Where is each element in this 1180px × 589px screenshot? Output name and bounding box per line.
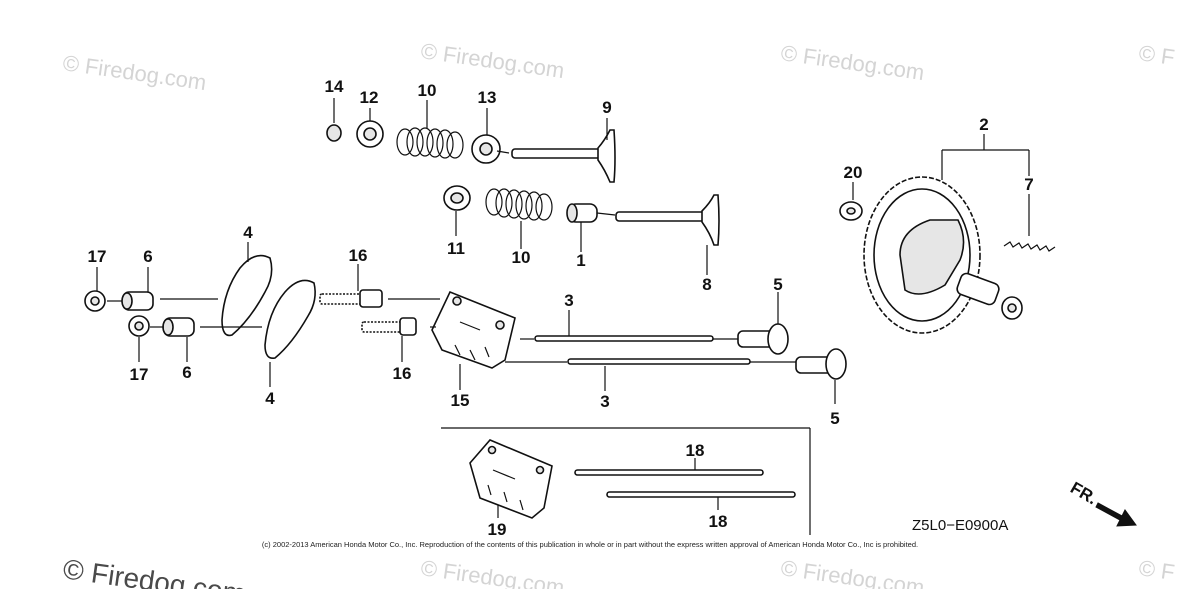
callout-labels: 14 12 10 13 9 11 10 1 8 2 20 7 4 4 17 6 … [88,77,1034,539]
pivot-bolt-16a [319,289,383,308]
guide-plate-19 [469,439,553,519]
watermark-text: © Firedog.com [61,50,208,95]
callout-4: 4 [243,223,253,242]
watermark-text: © Firedog.com [779,555,926,589]
washer-20 [839,201,863,221]
camshaft-assembly-2 [863,176,1023,334]
callout-6: 6 [143,247,152,266]
rocker-arm-4b [264,279,316,360]
valve-spring-10b [485,188,553,221]
intake-valve-group [443,185,720,246]
callout-3: 3 [564,291,573,310]
adjusting-nut-17b [128,315,150,337]
callout-7: 7 [1024,175,1033,194]
optional-parts-box [441,427,811,535]
copyright-notice: (c) 2002-2013 American Honda Motor Co., … [262,540,918,549]
exhaust-valve-9 [511,129,616,183]
pushrod-3b [567,358,751,365]
tappet-5b [795,348,847,380]
decompressor-spring-7 [1003,241,1056,252]
rocker-arm-4a [221,254,273,337]
callout-12: 12 [360,88,379,107]
callout-5: 5 [830,409,839,428]
watermark-text: © Firedog.com [61,553,248,589]
diagram-code: Z5L0−E0900A [912,517,1008,534]
direction-label: FR. [1067,478,1100,508]
watermark-text: © Firedog.com [419,555,566,589]
pivot-6a [121,291,154,311]
callout-19: 19 [488,520,507,539]
callout-10: 10 [512,248,531,267]
watermark-text: © Firedog.com [419,38,566,83]
callout-15: 15 [451,391,470,410]
front-direction-indicator: FR. [1067,478,1137,527]
callout-4: 4 [265,389,275,408]
pivot-6b [162,317,195,337]
callout-20: 20 [844,163,863,182]
callout-17: 17 [130,365,149,384]
pushrod-18a [574,469,764,476]
watermark-text: © F [1137,555,1176,585]
valve-spring-10a [396,127,464,159]
leader-lines [96,98,1030,518]
adjusting-nut-17a [84,290,106,312]
callout-17: 17 [88,247,107,266]
callout-8: 8 [702,275,711,294]
pushrod-3a [534,335,714,342]
callout-1: 1 [576,251,585,270]
valve-cap-14 [326,124,342,142]
pivot-bolt-16b [361,317,417,336]
callout-14: 14 [325,77,344,96]
callout-18: 18 [686,441,705,460]
front-arrow-icon [1095,502,1137,527]
callout-6: 6 [182,363,191,382]
callout-2: 2 [979,115,988,134]
exhaust-valve-group [326,120,616,183]
pushrod-18b [606,491,796,498]
callout-18: 18 [709,512,728,531]
watermark-text: © F [1137,40,1176,70]
callout-9: 9 [602,98,611,117]
tappet-5a [737,323,789,355]
callout-3: 3 [600,392,609,411]
callout-16: 16 [349,246,368,265]
intake-valve-8 [615,194,720,246]
watermark-text: © Firedog.com [779,40,926,85]
callout-5: 5 [773,275,782,294]
assembly-lines [107,150,796,363]
callout-13: 13 [478,88,497,107]
callout-10: 10 [418,81,437,100]
guide-plate-15 [431,290,516,369]
callout-16: 16 [393,364,412,383]
callout-11: 11 [447,239,465,258]
valve-guide-1 [566,203,598,223]
